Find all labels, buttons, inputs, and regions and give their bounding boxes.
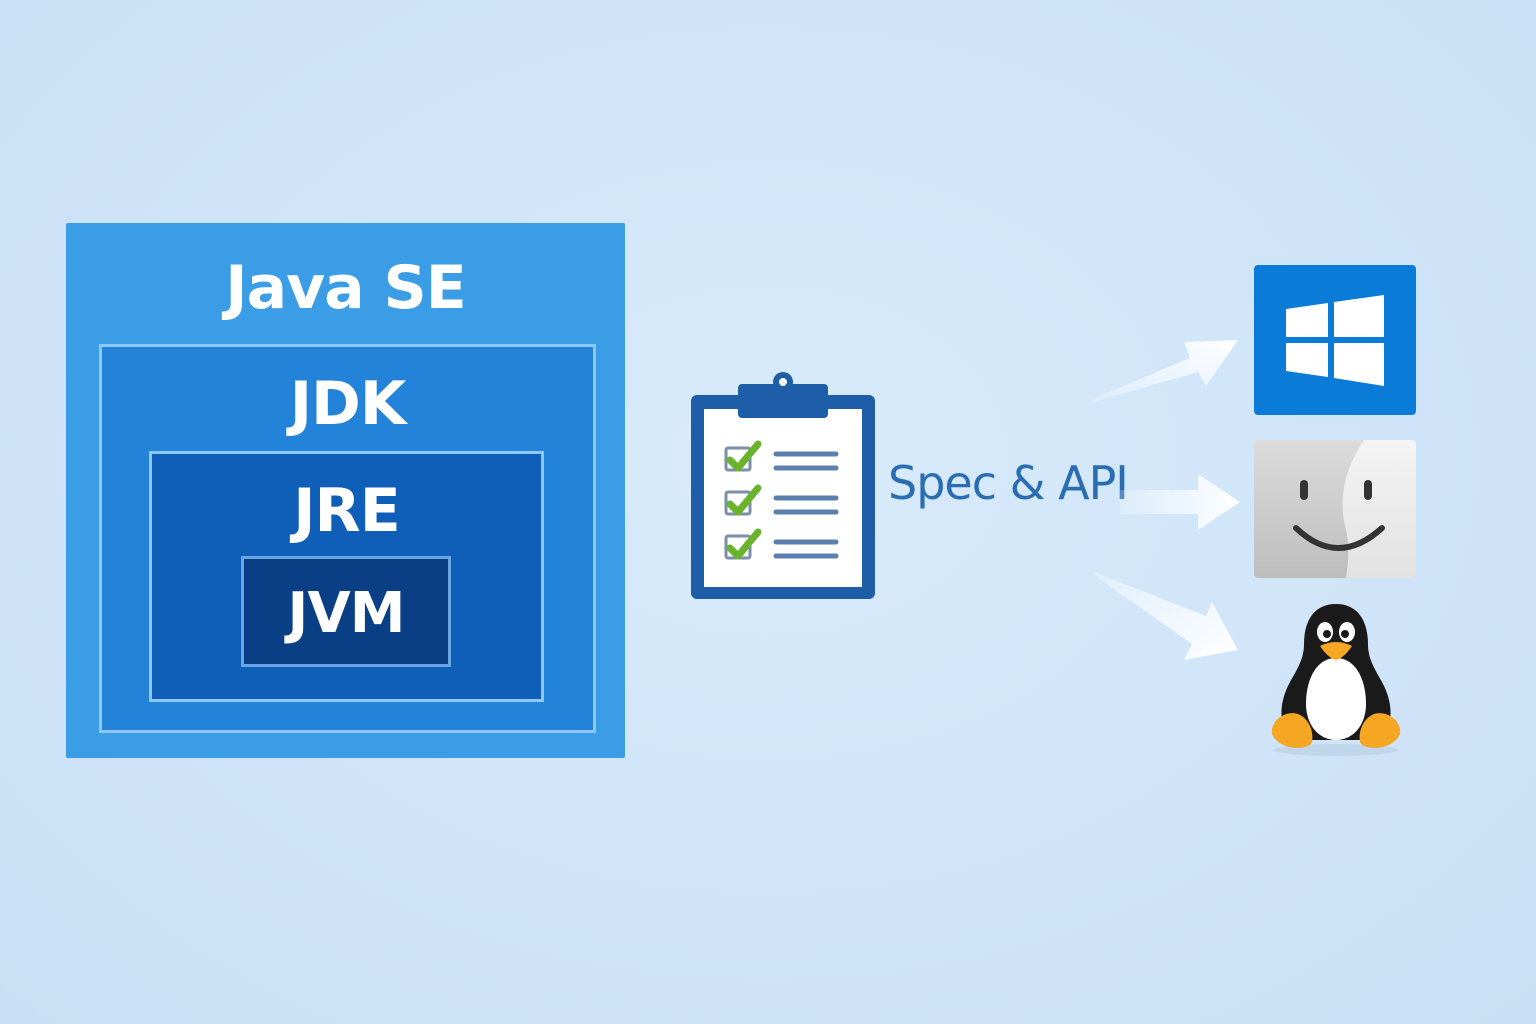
windows-logo-icon bbox=[1286, 295, 1384, 386]
java-se-label: Java SE bbox=[225, 253, 467, 323]
checklist-clipboard-icon bbox=[691, 372, 875, 599]
macos-finder-icon bbox=[1254, 440, 1416, 578]
arrow-to-linux bbox=[1094, 572, 1238, 660]
jre-label: JRE bbox=[293, 476, 401, 546]
arrows bbox=[1090, 340, 1240, 660]
jdk-label: JDK bbox=[289, 369, 407, 439]
spec-api-label: Spec & API bbox=[888, 456, 1129, 510]
arrow-to-windows bbox=[1090, 340, 1238, 402]
arrow-to-mac bbox=[1120, 474, 1240, 530]
windows-tile bbox=[1254, 265, 1416, 415]
jvm-label: JVM bbox=[287, 581, 406, 646]
jvm-box: JVM bbox=[241, 556, 451, 667]
macos-tile bbox=[1254, 440, 1416, 578]
linux-tux-icon bbox=[1271, 604, 1401, 756]
